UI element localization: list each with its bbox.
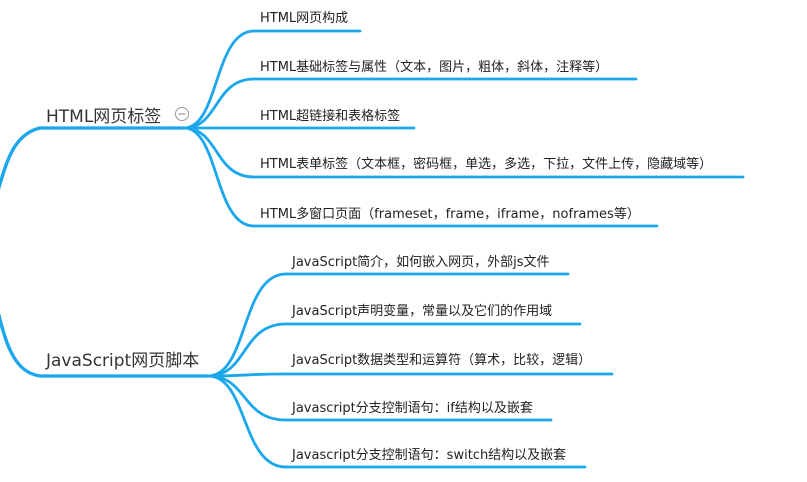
leaf-node[interactable]: HTML超链接和表格标签 [252,108,416,130]
leaf-connector [182,77,256,130]
leaf-node[interactable]: HTML基础标签与属性（文本，图片，粗体，斜体，注释等） [252,59,638,81]
leaf-node[interactable]: JavaScript简介，如何嵌入网页，外部js文件 [284,254,570,276]
topic-label: JavaScript网页脚本 [45,351,199,371]
leaf-connector [182,29,256,130]
branch-connectors [0,29,288,469]
leaf-label: Javascript分支控制语句：if结构以及嵌套 [291,400,533,416]
leaf-connector [206,322,288,378]
topic-label: HTML网页标签 [46,107,161,127]
leaf-node[interactable]: HTML多窗口页面（frameset，frame，iframe，noframes… [252,206,659,228]
leaf-node[interactable]: HTML表单标签（文本框，密码框，单选，多选，下拉，文件上传，隐藏域等） [252,156,745,179]
topic-html-web-tags[interactable]: HTML网页标签 [38,107,189,130]
leaf-label: HTML多窗口页面（frameset，frame，iframe，noframes… [260,206,640,222]
leaf-node[interactable]: HTML网页构成 [252,11,362,33]
topic-javascript-web-scripts[interactable]: JavaScript网页脚本 [38,351,210,378]
leaf-label: HTML表单标签（文本框，密码框，单选，多选，下拉，文件上传，隐藏域等） [260,156,712,172]
leaf-label: HTML超链接和表格标签 [260,108,400,124]
collapse-minus-icon[interactable] [175,107,189,121]
root-connector [0,126,42,190]
leaf-node[interactable]: JavaScript数据类型和运算符（算术，比较，逻辑） [284,352,614,376]
leaf-connector [206,272,288,378]
leaf-label: Javascript分支控制语句：switch结构以及嵌套 [291,447,566,463]
leaf-node[interactable]: Javascript分支控制语句：switch结构以及嵌套 [284,447,587,469]
root-connector [0,312,42,378]
leaf-node[interactable]: Javascript分支控制语句：if结构以及嵌套 [284,400,553,422]
leaf-label: JavaScript简介，如何嵌入网页，外部js文件 [291,254,550,270]
leaf-label: JavaScript数据类型和运算符（算术，比较，逻辑） [291,352,591,368]
leaf-label: HTML基础标签与属性（文本，图片，粗体，斜体，注释等） [260,59,608,75]
leaf-connector [206,374,288,469]
leaf-label: JavaScript声明变量，常量以及它们的作用域 [291,303,552,319]
leaf-node[interactable]: JavaScript声明变量，常量以及它们的作用域 [284,303,582,326]
leaf-connector [206,374,288,422]
leaf-connector [182,126,256,228]
leaf-label: HTML网页构成 [260,11,348,26]
leaf-connector [182,126,256,179]
